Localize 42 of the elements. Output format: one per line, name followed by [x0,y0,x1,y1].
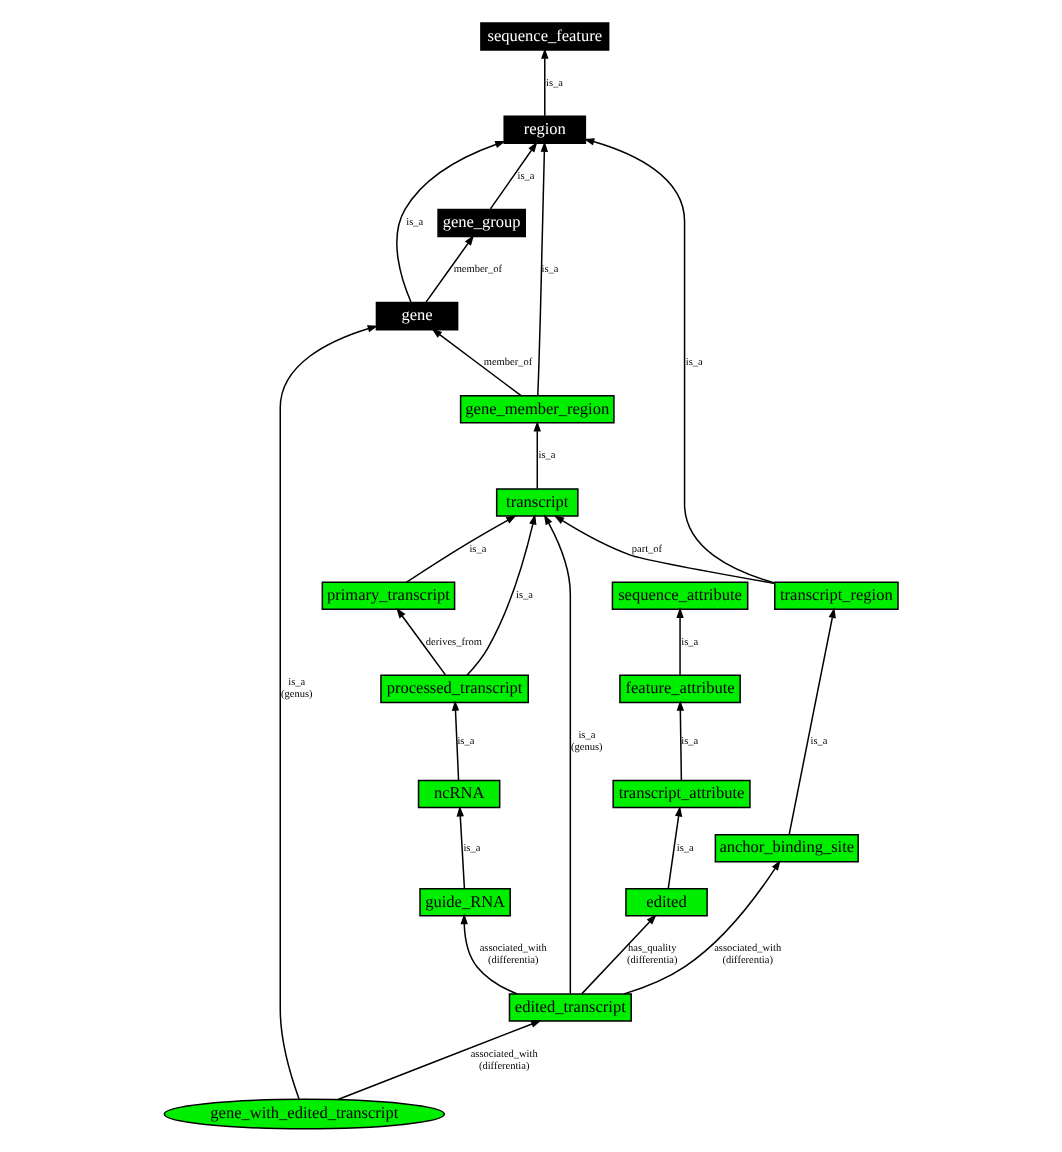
arrow [460,913,518,995]
node-ellipse: gene_with_edited_transcript [163,1098,446,1130]
arrow [396,607,447,676]
arrow [533,421,541,490]
arrow [667,805,683,890]
arrow [489,141,538,210]
arrow [553,515,776,585]
arrow [456,805,466,890]
arrow [425,235,475,303]
node-box: gene_member_region [459,395,615,424]
node-box: sequence_attribute [611,581,749,610]
arrow [623,859,781,995]
arrow [583,138,776,584]
arrow [431,328,522,397]
arrow [279,325,379,1100]
arrow [543,514,572,995]
node-box: edited_transcript [508,993,632,1022]
node-box: feature_attribute [619,674,741,704]
arrow [451,700,460,782]
arrow [581,914,657,995]
arrow [466,514,537,676]
node-box: region [503,115,587,145]
arrow [405,515,517,583]
arrow [537,141,549,397]
arrow [337,1020,542,1101]
arrow [676,700,685,782]
node-box: guide_RNA [419,888,511,917]
node-box: sequence_feature [480,22,610,51]
node-box: anchor_binding_site [714,833,859,863]
arrow [541,48,549,117]
node-box: transcript_attribute [612,779,751,809]
node-box: gene [375,301,459,331]
node-box: primary_transcript [321,581,456,610]
arrow [676,607,684,676]
arrow [396,141,506,303]
node-box: processed_transcript [380,674,529,704]
node-box: gene_group [437,208,526,238]
node-box: ncRNA [417,779,501,809]
node-box: transcript_region [774,581,899,610]
arrow [788,607,836,836]
node-box: transcript [495,488,579,517]
node-box: edited [625,888,708,917]
